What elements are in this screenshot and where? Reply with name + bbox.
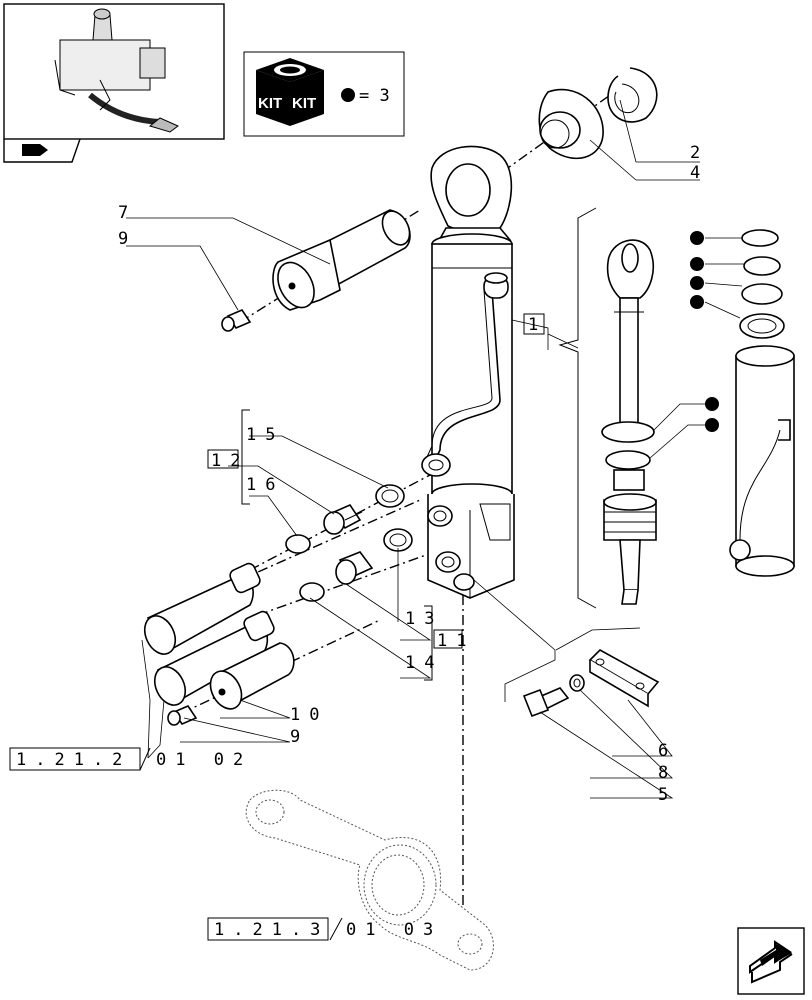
pin-lower [209,642,295,710]
cylinder-body [421,145,515,599]
callout-8: 8 [658,763,670,783]
detail-view [558,207,795,609]
svg-text:01 03: 01 03 [346,920,442,940]
reference-link-1[interactable]: 1.21.2 01 02 [9,747,252,771]
kit-legend-box: KIT KIT = 3 [243,51,405,137]
callout-2: 2 [690,143,702,163]
callout-10: 10 [290,705,328,725]
callout-7: 7 [118,203,130,223]
leader-lines [126,99,700,799]
hose-upper [143,562,261,655]
spherical-bearing [538,88,604,160]
kit-quantity: = 3 [359,86,390,106]
callout-labels: 2 4 7 9 1 15 12 16 13 11 14 10 9 6 8 5 [118,143,702,805]
callout-13: 13 [405,609,443,629]
grease-nipple-upper [221,309,252,332]
bullet-icon [341,88,355,102]
fitting-11 [335,551,374,585]
grease-nipple-lower [167,705,198,726]
kit-label-left: KIT [258,95,282,112]
fitting-12 [323,503,363,535]
callout-16: 16 [246,475,284,495]
callout-4: 4 [690,163,702,183]
lift-arm-ghost [245,789,494,971]
bolt [522,687,570,718]
pin-upper [272,209,411,311]
callout-9-lower: 9 [290,727,302,747]
locator-thumbnail[interactable] [3,3,225,163]
callout-11: 11 [437,631,475,651]
kit-label-right: KIT [292,95,316,112]
hose-lower [153,610,275,706]
callout-9-upper: 9 [118,229,130,249]
callout-5: 5 [658,785,670,805]
callout-6: 6 [658,741,670,761]
svg-text:1.21.2: 1.21.2 [16,750,131,770]
reference-link-2[interactable]: 1.21.3 01 03 [207,917,442,941]
callout-12: 12 [211,451,249,471]
svg-text:1.21.3: 1.21.3 [214,920,329,940]
svg-text:01 02: 01 02 [156,750,252,770]
next-page-icon[interactable] [737,927,805,995]
locking-plate [588,649,660,708]
callout-1: 1 [528,315,540,335]
kit-cube-icon: KIT KIT [256,58,324,126]
callout-14: 14 [405,653,443,673]
callout-15: 15 [246,425,284,445]
